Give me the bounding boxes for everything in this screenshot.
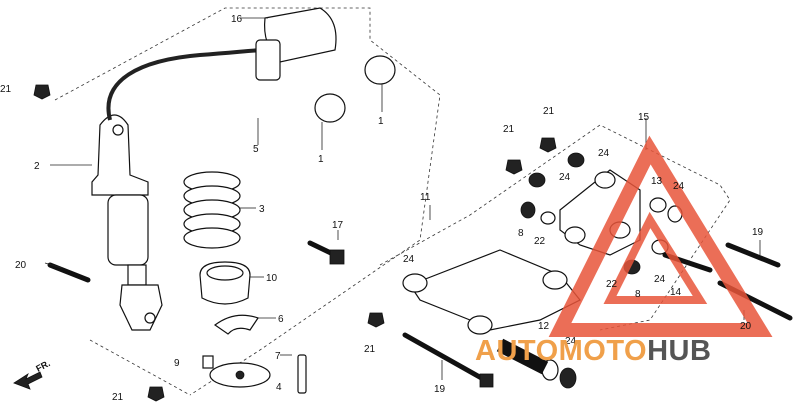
callout-label: 9 [174,358,180,369]
callout-label: 21 [364,344,376,355]
callout-label: 8 [635,289,641,300]
callout-label: 24 [598,148,610,159]
callout-label: 21 [503,124,515,135]
callout-label: 15 [638,112,650,123]
callout-label: 4 [276,382,282,393]
leader-lines [36,17,761,380]
callout-label: 24 [673,181,685,192]
callout-label: 19 [434,384,446,395]
callout-label: 12 [538,321,550,332]
callout-label: 5 [253,144,259,155]
spring-seat [199,261,251,305]
shock-absorber [91,48,266,331]
adjuster [202,355,271,388]
linkage-arm [402,249,581,335]
bolts [47,240,793,388]
front-direction-label: FR. [34,358,51,374]
reservoir [255,7,337,81]
callout-label: 16 [231,14,243,25]
nuts [33,84,557,402]
callout-label: 10 [266,273,278,284]
front-direction-arrow [13,371,43,390]
callout-label: 17 [332,220,344,231]
stopper-plate [213,314,259,335]
callout-label: 19 [752,227,764,238]
callout-labels: 16 21 2 5 1 1 3 17 20 10 6 9 7 4 21 21 1… [0,14,764,403]
group-boxes [54,7,731,396]
callout-label: 1 [378,116,384,127]
callout-label: 20 [15,260,27,271]
callout-label: 14 [670,287,682,298]
callout-label: 2 [34,161,40,172]
callout-label: 24 [403,254,415,265]
callout-label: 24 [559,172,571,183]
callout-label: 22 [606,279,618,290]
callout-label: 20 [740,321,752,332]
callout-label: 24 [654,274,666,285]
callout-label: 8 [518,228,524,239]
callout-label: 1 [318,154,324,165]
callout-label: 21 [112,392,124,403]
callout-label: 21 [543,106,555,117]
spring [183,171,241,249]
callout-label: 22 [534,236,546,247]
watermark-logo [548,135,773,337]
callout-label: 3 [259,204,265,215]
callout-label: 13 [651,176,663,187]
small-parts [297,55,396,394]
callout-label: 24 [565,336,577,347]
callout-label: 11 [420,192,431,203]
watermark-text: AUTOMOTOHUB [475,335,711,367]
callout-label: 6 [278,314,284,325]
callout-label: 21 [0,84,12,95]
callout-label: 7 [275,351,281,362]
